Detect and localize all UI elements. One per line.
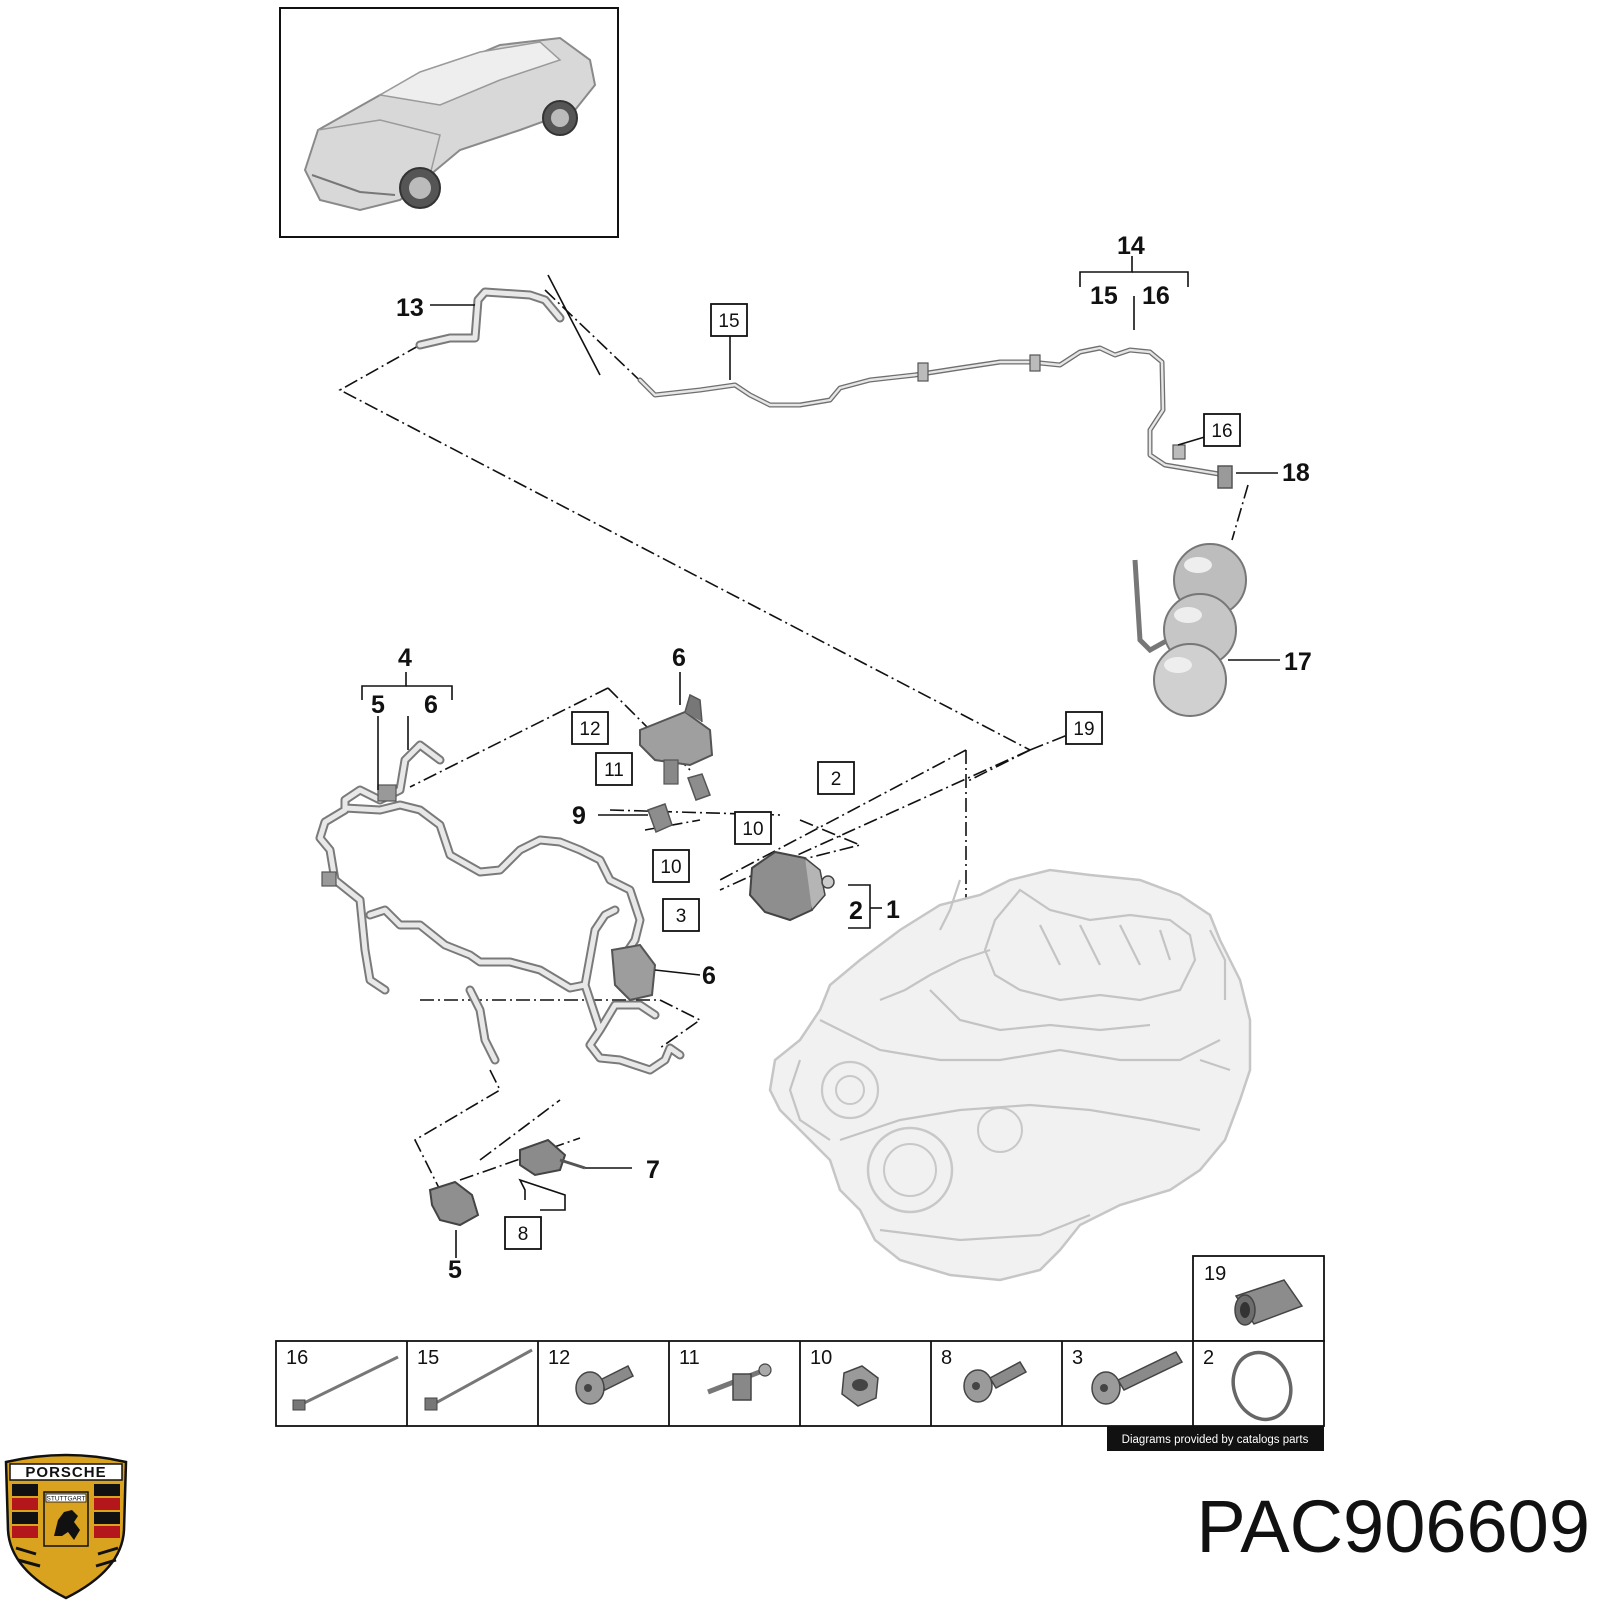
crest-brand-text: PORSCHE — [25, 1464, 106, 1481]
callout-18: 18 — [1282, 459, 1310, 487]
callout-1: 1 — [886, 896, 900, 924]
sleeve-icon — [1234, 1279, 1304, 1326]
pressure-sensor — [519, 1138, 586, 1177]
bolt-icon — [963, 1361, 1028, 1403]
vehicle-thumbnail — [279, 7, 619, 238]
table-cell-label: 12 — [548, 1347, 570, 1369]
parts-table: 19 16 15 12 11 10 8 3 2 — [275, 1255, 1325, 1427]
table-cell-label: 19 — [1204, 1263, 1226, 1285]
table-cell-label: 8 — [941, 1347, 952, 1369]
svg-text:15: 15 — [718, 311, 739, 332]
callout-9: 9 — [572, 802, 586, 830]
callout-16: 16 — [1142, 282, 1170, 310]
callout-5-top: 5 — [371, 691, 385, 719]
pressure-accumulator — [1132, 484, 1249, 717]
solenoid-valve-lower — [610, 943, 657, 1002]
vacuum-hose-harness — [315, 740, 685, 1075]
callout-4: 4 — [398, 644, 412, 672]
boxed-callout-2: 2 — [817, 761, 855, 795]
svg-text:10: 10 — [660, 857, 681, 878]
callout-6-group: 6 — [424, 691, 438, 719]
callout-14: 14 — [1117, 232, 1145, 260]
table-cell-label: 16 — [286, 1347, 308, 1369]
table-cell-label: 10 — [810, 1347, 832, 1369]
svg-text:10: 10 — [742, 819, 763, 840]
bolt-icon — [575, 1364, 635, 1405]
svg-text:3: 3 — [676, 906, 687, 927]
connector-pieces — [647, 773, 711, 834]
boxed-callout-8: 8 — [504, 1216, 542, 1250]
svg-text:Diagrams provided by catalogs: Diagrams provided by catalogs parts — [1122, 1434, 1309, 1446]
crest-city-text: STUTTGART — [47, 1496, 86, 1503]
table-cell-label: 3 — [1072, 1347, 1083, 1369]
boxed-callout-15: 15 — [710, 303, 748, 337]
boxed-callout-19: 19 — [1065, 711, 1103, 745]
svg-text:2: 2 — [831, 769, 842, 790]
boxed-callout-12: 12 — [571, 711, 609, 745]
svg-text:19: 19 — [1073, 719, 1094, 740]
callout-7: 7 — [646, 1156, 660, 1184]
credit-banner: Diagrams provided by catalogs parts — [1107, 1426, 1324, 1451]
engine-illustration — [768, 868, 1252, 1282]
boxed-callout-11: 11 — [595, 752, 633, 786]
boxed-callout-10-b: 10 — [652, 849, 690, 883]
cable-tie-icon — [292, 1355, 399, 1411]
callout-5-bottom: 5 — [448, 1256, 462, 1284]
svg-text:11: 11 — [604, 760, 624, 781]
solenoid-valve-5 — [428, 1180, 480, 1227]
porsche-crest-logo: PORSCHE STUTTGART — [4, 1453, 128, 1600]
callout-13: 13 — [396, 294, 424, 322]
svg-text:8: 8 — [518, 1224, 529, 1245]
boxed-callout-3: 3 — [662, 898, 700, 932]
solenoid-valve-upper — [639, 693, 714, 785]
callout-17: 17 — [1284, 648, 1312, 676]
leader-lines — [361, 256, 1280, 1258]
vacuum-pump — [748, 850, 835, 922]
boxed-callout-10-a: 10 — [734, 811, 772, 845]
nut-icon — [841, 1365, 879, 1407]
table-cell-label: 2 — [1203, 1347, 1214, 1369]
svg-text:12: 12 — [579, 719, 600, 740]
table-cell-label: 11 — [679, 1347, 700, 1369]
line-13-hose — [415, 274, 601, 376]
callout-15: 15 — [1090, 282, 1118, 310]
seal-ring-icon — [1231, 1350, 1293, 1422]
callout-2: 2 — [849, 897, 863, 925]
callout-6-lower: 6 — [702, 962, 716, 990]
svg-text:16: 16 — [1211, 421, 1232, 442]
long-bolt-icon — [1091, 1351, 1184, 1405]
cable-tie-icon — [424, 1348, 533, 1411]
table-cell-label: 15 — [417, 1347, 439, 1369]
callout-6-valve: 6 — [672, 644, 686, 672]
part-number: PAC906609 — [1196, 1485, 1590, 1568]
stud-bracket-icon — [707, 1363, 772, 1401]
boxed-callout-16: 16 — [1203, 413, 1241, 447]
line-14-brake-line — [637, 345, 1233, 489]
